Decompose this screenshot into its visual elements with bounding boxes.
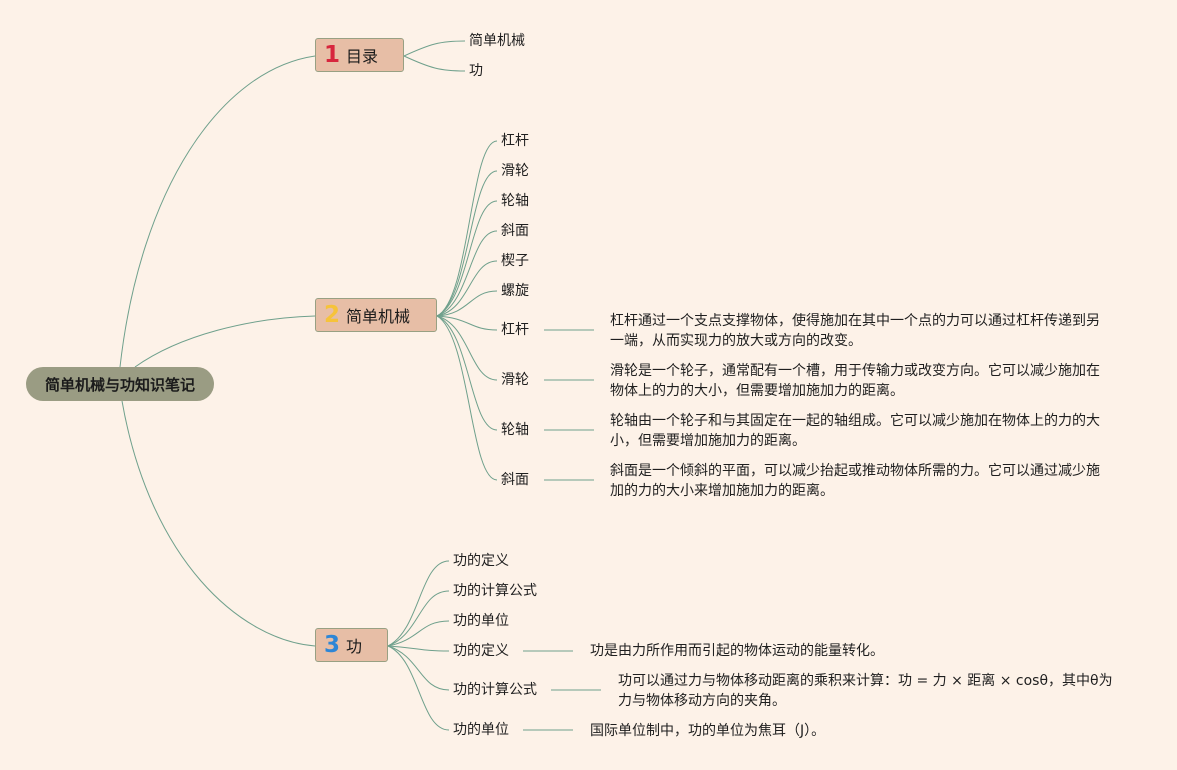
machine-detail-term-incline[interactable]: 斜面: [501, 472, 529, 488]
machine-type-wedge[interactable]: 楔子: [501, 253, 529, 269]
work-detail-desc-unit[interactable]: 国际单位制中，功的单位为焦耳（J）。: [590, 723, 826, 739]
branch-label: 功: [346, 637, 363, 656]
toc-item-work[interactable]: 功: [469, 63, 483, 79]
branch-simple-machines[interactable]: 2 简单机械: [315, 298, 437, 332]
work-item-unit[interactable]: 功的单位: [453, 613, 509, 629]
work-detail-term-unit[interactable]: 功的单位: [453, 722, 509, 738]
work-detail-desc-definition[interactable]: 功是由力所作用而引起的物体运动的能量转化。: [590, 643, 884, 659]
machine-type-pulley[interactable]: 滑轮: [501, 163, 529, 179]
machine-detail-term-lever[interactable]: 杠杆: [501, 322, 529, 338]
branch-label: 目录: [346, 47, 379, 66]
work-detail-desc-formula[interactable]: 功可以通过力与物体移动距离的乘积来计算：功 = 力 × 距离 × cosθ，其中…: [618, 673, 1113, 709]
machine-type-lever[interactable]: 杠杆: [501, 133, 529, 149]
machine-detail-desc-pulley[interactable]: 滑轮是一个轮子，通常配有一个槽，用于传输力或改变方向。它可以减少施加在物体上的力…: [610, 363, 1100, 399]
work-detail-term-formula[interactable]: 功的计算公式: [453, 682, 537, 698]
machine-detail-term-wheel-axle[interactable]: 轮轴: [501, 422, 529, 438]
number-three-icon: 3: [324, 632, 341, 658]
work-detail-term-definition[interactable]: 功的定义: [453, 643, 509, 659]
machine-type-incline[interactable]: 斜面: [501, 223, 529, 239]
machine-detail-desc-lever[interactable]: 杠杆通过一个支点支撑物体，使得施加在其中一个点的力可以通过杠杆传递到另一端，从而…: [610, 313, 1100, 349]
number-one-icon: 1: [324, 42, 341, 68]
branch-toc[interactable]: 1 目录: [315, 38, 404, 72]
root-topic[interactable]: 简单机械与功知识笔记: [26, 367, 214, 401]
machine-type-screw[interactable]: 螺旋: [501, 283, 529, 299]
machine-detail-term-pulley[interactable]: 滑轮: [501, 372, 529, 388]
work-item-definition[interactable]: 功的定义: [453, 553, 509, 569]
branch-label: 简单机械: [346, 307, 411, 326]
machine-detail-desc-wheel-axle[interactable]: 轮轴由一个轮子和与其固定在一起的轴组成。它可以减少施加在物体上的力的大小，但需要…: [610, 413, 1100, 449]
machine-type-wheel-axle[interactable]: 轮轴: [501, 193, 529, 209]
branch-work[interactable]: 3 功: [315, 628, 388, 662]
machine-detail-desc-incline[interactable]: 斜面是一个倾斜的平面，可以减少抬起或推动物体所需的力。它可以通过减少施加的力的大…: [610, 463, 1100, 499]
toc-item-machines[interactable]: 简单机械: [469, 33, 525, 49]
work-item-formula[interactable]: 功的计算公式: [453, 583, 537, 599]
number-two-icon: 2: [324, 302, 341, 328]
